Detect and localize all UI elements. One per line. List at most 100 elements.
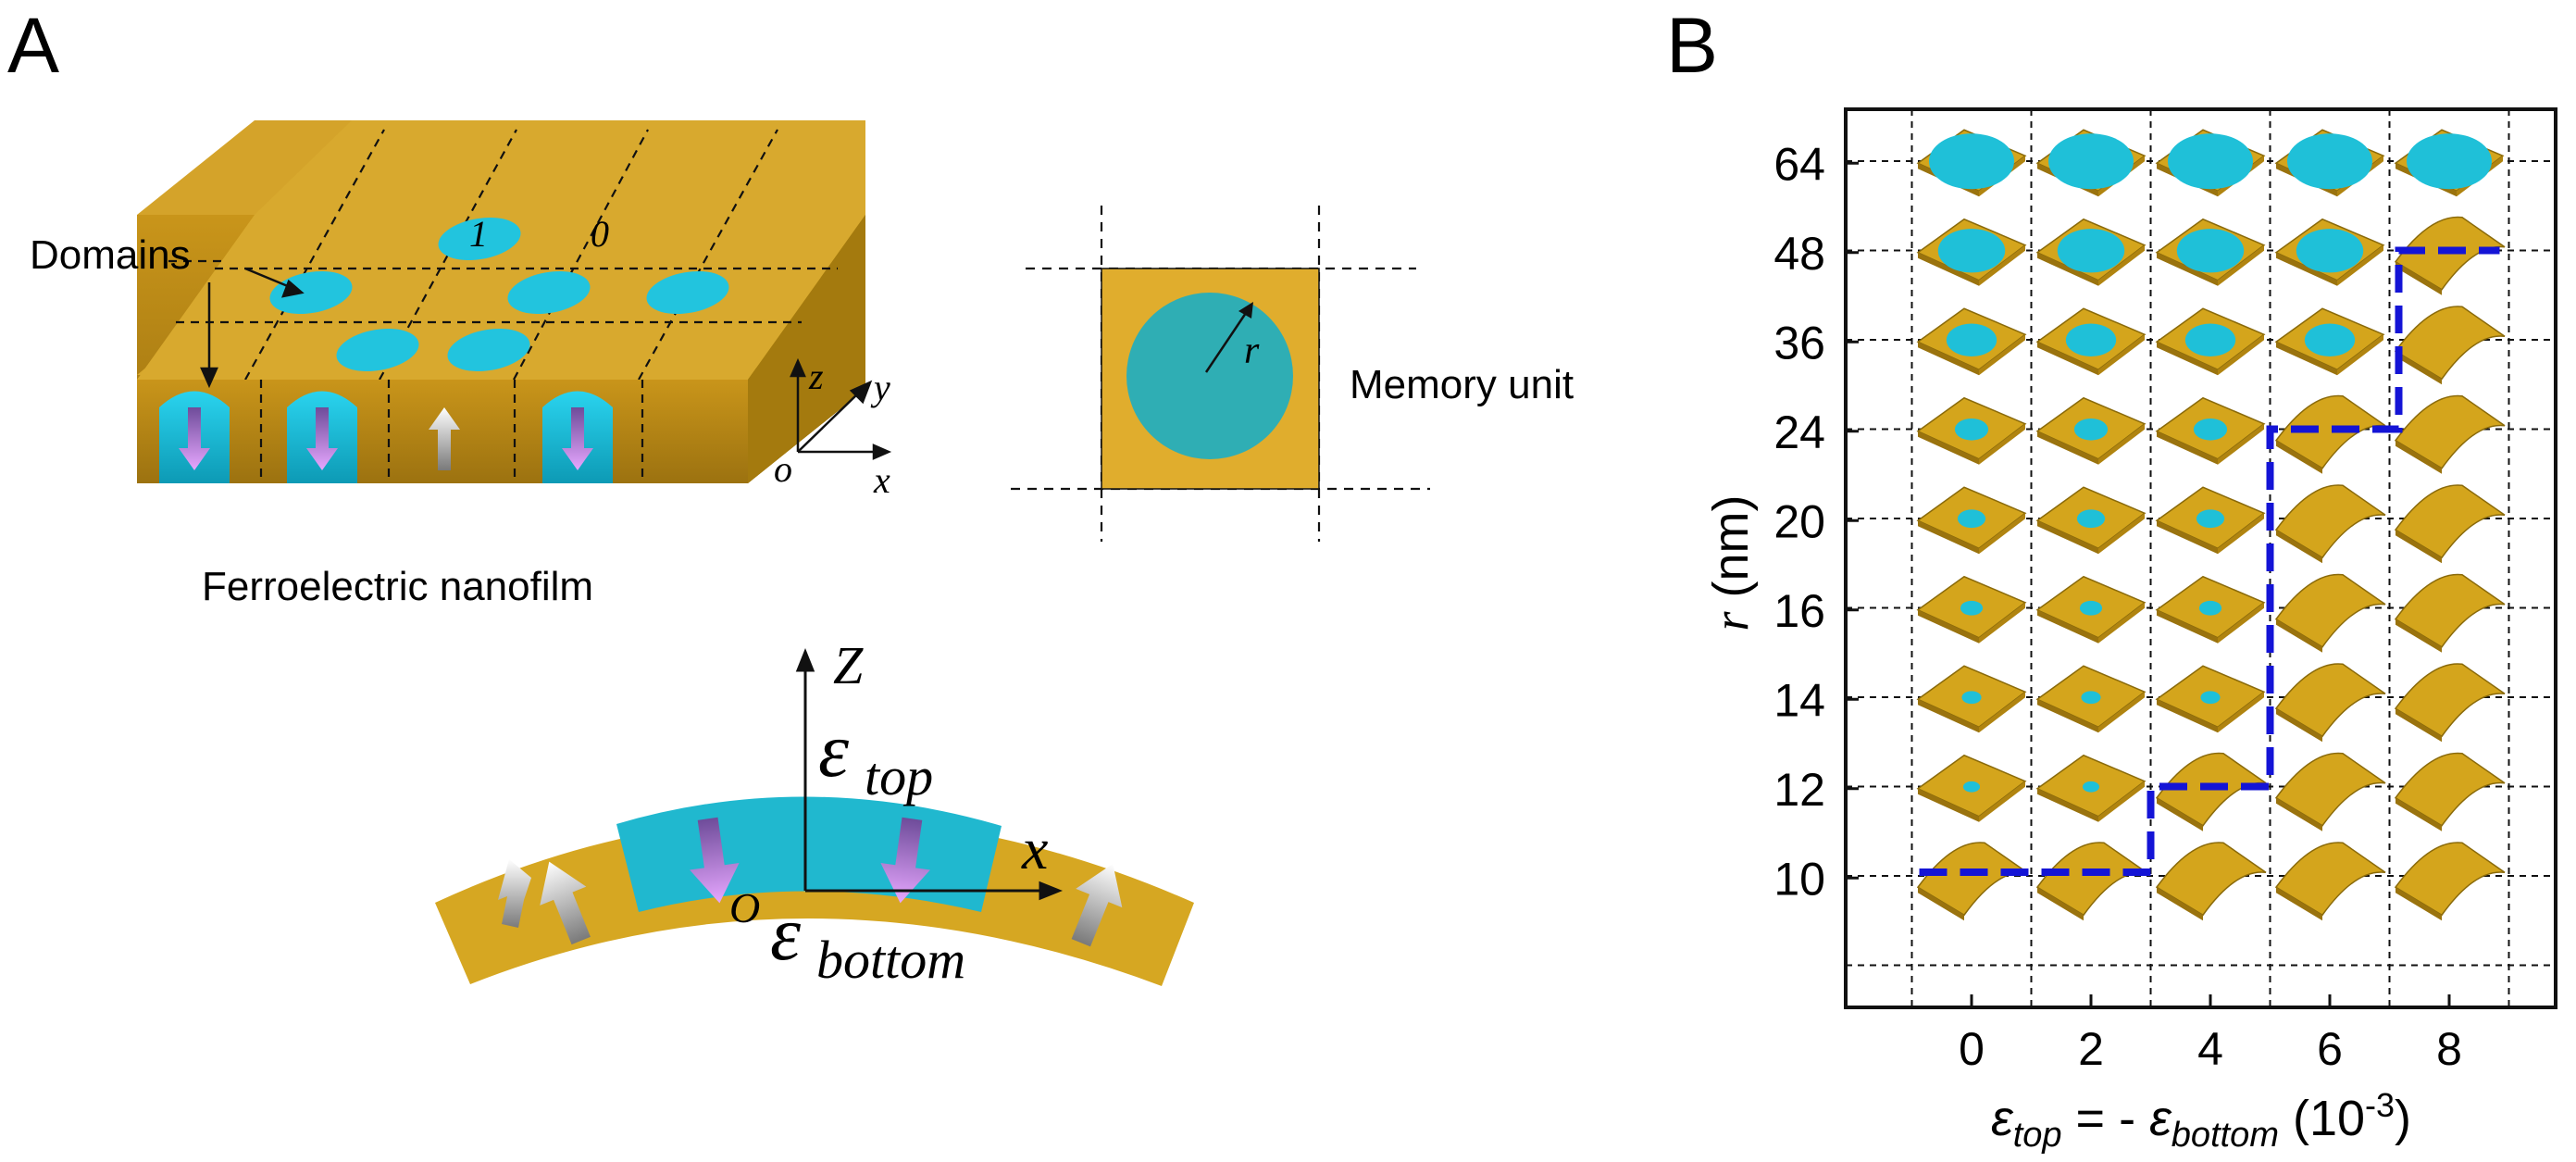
phase-cell (2035, 129, 2147, 197)
polarization-arrows-film (179, 407, 593, 470)
memory-unit: r (1011, 206, 1430, 542)
phase-cell (2035, 842, 2147, 921)
phase-cell (2155, 486, 2266, 555)
y-tick-label: 20 (1773, 495, 1825, 547)
svg-text:ε: ε (770, 891, 802, 977)
x-tick-label: 2 (2078, 1023, 2104, 1075)
svg-text:bottom: bottom (816, 930, 965, 990)
svg-text:r (nm): r (nm) (1703, 495, 1759, 631)
y-tick-label: 36 (1773, 317, 1825, 369)
svg-text:top: top (865, 746, 933, 806)
phase-cell (2394, 842, 2506, 921)
phase-cell (2035, 754, 2147, 822)
bent-axes (795, 647, 1064, 901)
phase-cell (1916, 665, 2027, 733)
phase-cell (1916, 486, 2027, 555)
phase-cell (1916, 754, 2027, 822)
phase-cell (2394, 129, 2505, 197)
cell-domain (2176, 229, 2245, 273)
bent-axis-x: x (1021, 816, 1048, 881)
cell-domain (1937, 229, 2006, 273)
phase-cell (2394, 752, 2506, 831)
cell-domain (2073, 418, 2109, 441)
cell-domain (2168, 133, 2253, 190)
phase-cell (1916, 842, 2028, 921)
phase-cell (2035, 665, 2147, 733)
eps-bottom-label: ε bottom (770, 891, 965, 990)
phase-cell (2155, 307, 2266, 376)
cell-domain (2193, 418, 2228, 441)
radius-label: r (1244, 330, 1260, 372)
phase-cell (2394, 306, 2506, 385)
cell-domain (2076, 509, 2106, 529)
phase-cell (2274, 484, 2386, 564)
phase-cell (2035, 307, 2147, 376)
cell-domain (2196, 509, 2225, 529)
film-caption: Ferroelectric nanofilm (202, 564, 593, 609)
svg-text:εtop = - εbottom (10-3): εtop = - εbottom (10-3) (1991, 1086, 2411, 1155)
y-tick-label: 12 (1773, 764, 1825, 816)
cell-domain (2184, 323, 2236, 356)
phase-cell (2155, 396, 2266, 465)
y-tick-label: 16 (1773, 585, 1825, 637)
cell-domain (1946, 323, 1997, 356)
axis-y-label: y (870, 367, 890, 408)
phase-cell (2035, 486, 2147, 555)
cell-domain (2287, 133, 2372, 190)
cell-domain (2082, 781, 2100, 793)
phase-cell (2155, 752, 2267, 831)
phase-cell (2394, 394, 2506, 474)
svg-text:ε: ε (818, 707, 850, 793)
cell-domain (2065, 323, 2117, 356)
phase-cell (2155, 129, 2266, 197)
x-tick-label: 6 (2317, 1023, 2343, 1075)
phase-cell (1916, 575, 2027, 643)
phase-cell (2394, 484, 2506, 564)
cell-domain (1957, 509, 1986, 529)
bent-axis-z: Z (833, 635, 864, 695)
cell-domain (2296, 229, 2364, 273)
phase-cell (2274, 218, 2385, 286)
cell-domain (1929, 133, 2014, 190)
phase-cell (2035, 218, 2147, 286)
phase-map-frame (1844, 107, 2557, 1009)
eps-top-label: ε top (818, 707, 933, 806)
axis-z-label: z (808, 356, 824, 397)
film-axes (790, 357, 892, 460)
cell-domain (2198, 600, 2222, 616)
cell-domain (1960, 600, 1984, 616)
x-axis-title: εtop = - εbottom (10-3) (1991, 1086, 2411, 1155)
film-top-overlay (137, 120, 865, 483)
phase-cell (2274, 842, 2386, 921)
y-tick-label: 64 (1773, 138, 1825, 190)
domains-top (269, 217, 729, 372)
phase-cell (2274, 307, 2385, 376)
axis-x-label: x (873, 459, 890, 501)
y-tick-label: 14 (1773, 674, 1825, 726)
cell-domain (2304, 323, 2356, 356)
phase-boundary-line (1919, 246, 2500, 876)
cell-domain (1961, 691, 1982, 705)
phase-cell (1916, 307, 2027, 376)
phase-cell (1916, 396, 2027, 465)
unit-domain (1126, 293, 1293, 459)
phase-cell (2394, 663, 2506, 743)
x-tick-label: 0 (1959, 1023, 1985, 1075)
y-tick-label: 24 (1773, 406, 1825, 458)
phase-cell (2155, 842, 2267, 921)
cell-domain (2081, 691, 2101, 705)
bit-one-label: 1 (469, 213, 488, 255)
phase-cell (2155, 218, 2266, 286)
cell-domain (2200, 691, 2221, 705)
phase-cell (2274, 129, 2385, 197)
cell-domain (2407, 133, 2492, 190)
memory-unit-caption: Memory unit (1350, 362, 1574, 407)
panel-label-a: A (7, 2, 59, 89)
panel-label-b: B (1666, 2, 1718, 89)
polarization-arrows-bent (498, 817, 1123, 947)
axis-o-label: o (774, 448, 792, 490)
phase-cell (2274, 663, 2386, 743)
